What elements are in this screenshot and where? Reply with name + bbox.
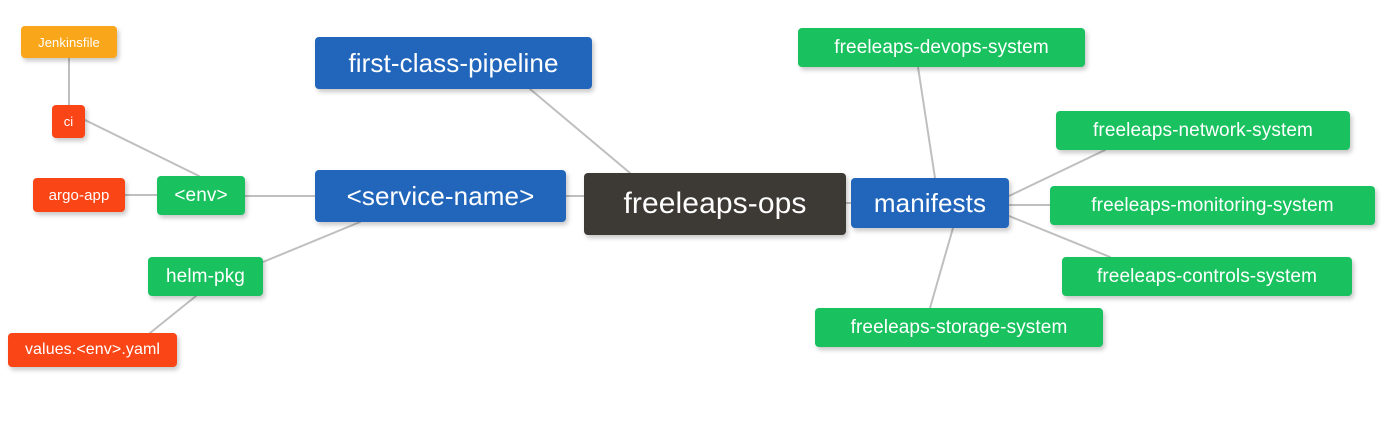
node-label: freeleaps-storage-system xyxy=(850,317,1068,338)
node-label: <service-name> xyxy=(346,181,535,211)
edge-manifests-to-devops xyxy=(917,66,936,179)
node-label: freeleaps-ops xyxy=(623,187,807,220)
edge-values-yaml-to-helm-pkg xyxy=(149,295,197,334)
mindmap-node-pipeline[interactable]: first-class-pipeline xyxy=(315,37,592,89)
mindmap-node-ci[interactable]: ci xyxy=(52,105,85,138)
node-label: manifests xyxy=(873,188,987,218)
node-label: <env> xyxy=(174,185,228,206)
edge-manifests-to-storage xyxy=(929,227,954,309)
mindmap-node-network[interactable]: freeleaps-network-system xyxy=(1056,111,1350,150)
mindmap-node-service-name[interactable]: <service-name> xyxy=(315,170,566,222)
node-label: ci xyxy=(63,114,74,129)
mindmap-node-values-yaml[interactable]: values.<env>.yaml xyxy=(8,333,177,367)
node-label: freeleaps-monitoring-system xyxy=(1091,195,1334,216)
mindmap-node-monitoring[interactable]: freeleaps-monitoring-system xyxy=(1050,186,1375,225)
node-label: helm-pkg xyxy=(166,266,245,287)
node-label: argo-app xyxy=(48,186,110,204)
mindmap-node-root[interactable]: freeleaps-ops xyxy=(584,173,846,235)
edge-pipeline-to-root xyxy=(529,88,631,174)
mindmap-node-env[interactable]: <env> xyxy=(157,176,245,215)
mindmap-node-devops[interactable]: freeleaps-devops-system xyxy=(798,28,1085,67)
node-label: freeleaps-controls-system xyxy=(1096,266,1318,287)
edge-helm-pkg-to-service-name xyxy=(262,221,361,263)
node-label: freeleaps-network-system xyxy=(1093,120,1313,141)
edge-ci-to-env xyxy=(84,119,200,177)
node-label: first-class-pipeline xyxy=(348,48,559,78)
mindmap-node-controls[interactable]: freeleaps-controls-system xyxy=(1062,257,1352,296)
mindmap-node-manifests[interactable]: manifests xyxy=(851,178,1009,228)
node-label: Jenkinsfile xyxy=(38,34,100,50)
mindmap-node-argo-app[interactable]: argo-app xyxy=(33,178,125,212)
mindmap-node-storage[interactable]: freeleaps-storage-system xyxy=(815,308,1103,347)
node-label: values.<env>.yaml xyxy=(24,341,161,358)
mindmap-node-helm-pkg[interactable]: helm-pkg xyxy=(148,257,263,296)
node-label: freeleaps-devops-system xyxy=(834,37,1049,58)
mindmap-node-jenkinsfile[interactable]: Jenkinsfile xyxy=(21,26,117,58)
